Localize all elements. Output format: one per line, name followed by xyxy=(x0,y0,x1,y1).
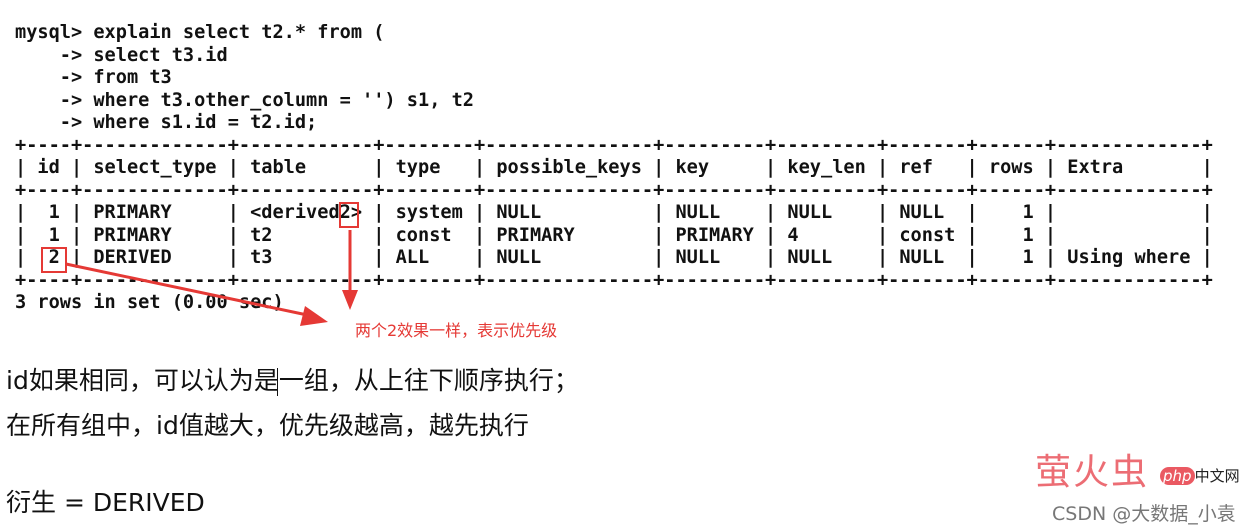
terminal-line: -> select t3.id xyxy=(15,44,228,66)
note-line-1: id如果相同，可以认为是一组，从上往下顺序执行； xyxy=(6,366,579,395)
terminal-output: mysql> explain select t2.* from ( -> sel… xyxy=(15,22,1213,315)
terminal-line: -> where s1.id = t2.id; xyxy=(15,112,318,133)
watermark-logo: 萤火虫 xyxy=(1035,452,1150,493)
terminal-line: -> from t3 xyxy=(15,67,172,88)
terminal-line: mysql> explain select t2.* from ( xyxy=(15,22,385,43)
php-badge: php xyxy=(1160,467,1195,485)
terminal-line: -> where t3.other_column = '') s1, t2 xyxy=(15,89,474,111)
table-row: | 1 | PRIMARY | <derived2> | system | NU… xyxy=(15,202,1213,223)
table-border: +----+-------------+------------+-------… xyxy=(15,134,1213,156)
text-cursor xyxy=(277,368,278,396)
annotation-caption: 两个2效果一样，表示优先级 xyxy=(355,321,558,340)
table-row: | 1 | PRIMARY | t2 | const | PRIMARY | P… xyxy=(15,224,1213,246)
highlight-box-derived xyxy=(339,202,359,228)
result-summary: 3 rows in set (0.00 sec) xyxy=(15,292,284,313)
note-line-3: 衍生 = DERIVED xyxy=(6,488,205,517)
csdn-watermark: CSDN @大数据_小袁 xyxy=(1052,503,1236,525)
note-line-2: 在所有组中，id值越大，优先级越高，越先执行 xyxy=(6,411,529,440)
table-border: +----+-------------+------------+-------… xyxy=(15,179,1213,201)
table-border: +----+-------------+------------+-------… xyxy=(15,269,1213,291)
table-row: | 2 | DERIVED | t3 | ALL | NULL | NULL |… xyxy=(15,247,1213,268)
table-header: | id | select_type | table | type | poss… xyxy=(15,157,1213,178)
highlight-box-id xyxy=(41,247,67,273)
site-name: 中文网 xyxy=(1194,467,1240,485)
